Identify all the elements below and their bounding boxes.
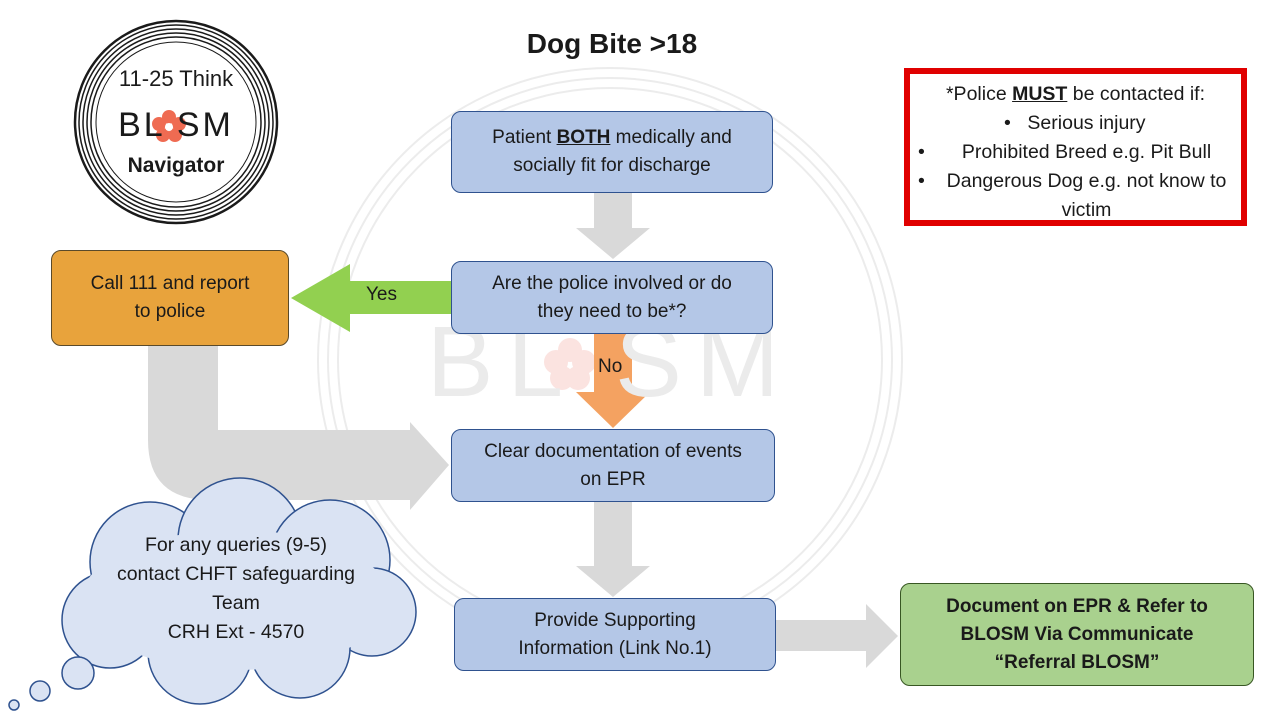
logo-subtitle: Navigator (127, 154, 225, 177)
watermark-flower (544, 338, 596, 390)
documentation-line2: on EPR (580, 468, 646, 490)
page-title: Dog Bite >18 (526, 28, 698, 59)
police-involvement-question-box: Are the police involved or do they need … (451, 261, 773, 334)
logo-flower-icon (152, 110, 186, 142)
thought-cloud-fill (81, 530, 391, 670)
refer-line3: “Referral BLOSM” (994, 651, 1160, 673)
arrow-call-to-documentation (148, 346, 449, 510)
arrow-documentation-to-supporting (576, 502, 650, 597)
police-panel-suffix: be contacted if: (1067, 83, 1206, 105)
cloud-line1: For any queries (9-5) (144, 534, 328, 556)
discharge-fitness-box: Patient BOTH medically and socially fit … (451, 111, 773, 193)
supporting-information-box: Provide Supporting Information (Link No.… (454, 598, 776, 671)
call-111-line2: to police (134, 301, 206, 322)
refer-line2: BLOSM Via Communicate (960, 623, 1194, 645)
discharge-emphasis: BOTH (556, 127, 611, 148)
refer-blosm-box: Document on EPR & Refer to BLOSM Via Com… (900, 583, 1254, 686)
documentation-box: Clear documentation of events on EPR (451, 429, 775, 502)
cloud-line2: contact CHFT safeguarding (116, 563, 356, 585)
cloud-bubble-small (8, 699, 20, 711)
police-question-line2: they need to be*? (537, 300, 687, 322)
cloud-bubble-medium (29, 680, 51, 702)
cloud-line3: Team (212, 592, 260, 614)
supporting-line1: Provide Supporting (534, 609, 696, 631)
cloud-line4: CRH Ext - 4570 (167, 621, 305, 643)
logo-tagline: 11-25 Think (118, 66, 234, 91)
call-111-line1: Call 111 and report (90, 273, 250, 294)
documentation-line1: Clear documentation of events (484, 440, 742, 462)
police-panel-heading: *Police MUST be contacted if: (910, 80, 1241, 109)
police-contact-panel: *Police MUST be contacted if: Serious in… (904, 68, 1247, 226)
call-111-box: Call 111 and report to police (51, 250, 289, 346)
police-criteria-item: Serious injury (910, 109, 1241, 138)
police-criteria-list: Serious injury Prohibited Breed e.g. Pit… (910, 109, 1241, 225)
arrow-discharge-to-police (576, 193, 650, 259)
police-criteria-item: Dangerous Dog e.g. not know to victim (910, 167, 1241, 225)
logo-wordmark: BL SM (118, 106, 234, 144)
cloud-bubble-large (61, 656, 95, 690)
yes-label: Yes (366, 284, 397, 305)
police-panel-emphasis: MUST (1012, 83, 1068, 105)
police-criteria-item: Prohibited Breed e.g. Pit Bull (910, 138, 1241, 167)
refer-line1: Document on EPR & Refer to (946, 595, 1208, 617)
discharge-prefix: Patient (492, 127, 557, 148)
queries-contact-note: For any queries (9-5) contact CHFT safeg… (92, 531, 380, 647)
no-label: No (598, 356, 623, 377)
yes-arrow (291, 264, 451, 332)
police-panel-prefix: *Police (945, 83, 1013, 105)
police-question-line1: Are the police involved or do (492, 272, 732, 294)
discharge-line2: socially fit for discharge (513, 155, 711, 176)
discharge-suffix: medically and (610, 127, 732, 148)
arrow-supporting-to-refer (776, 604, 898, 668)
supporting-line2: Information (Link No.1) (518, 637, 712, 659)
no-arrow (576, 334, 650, 428)
